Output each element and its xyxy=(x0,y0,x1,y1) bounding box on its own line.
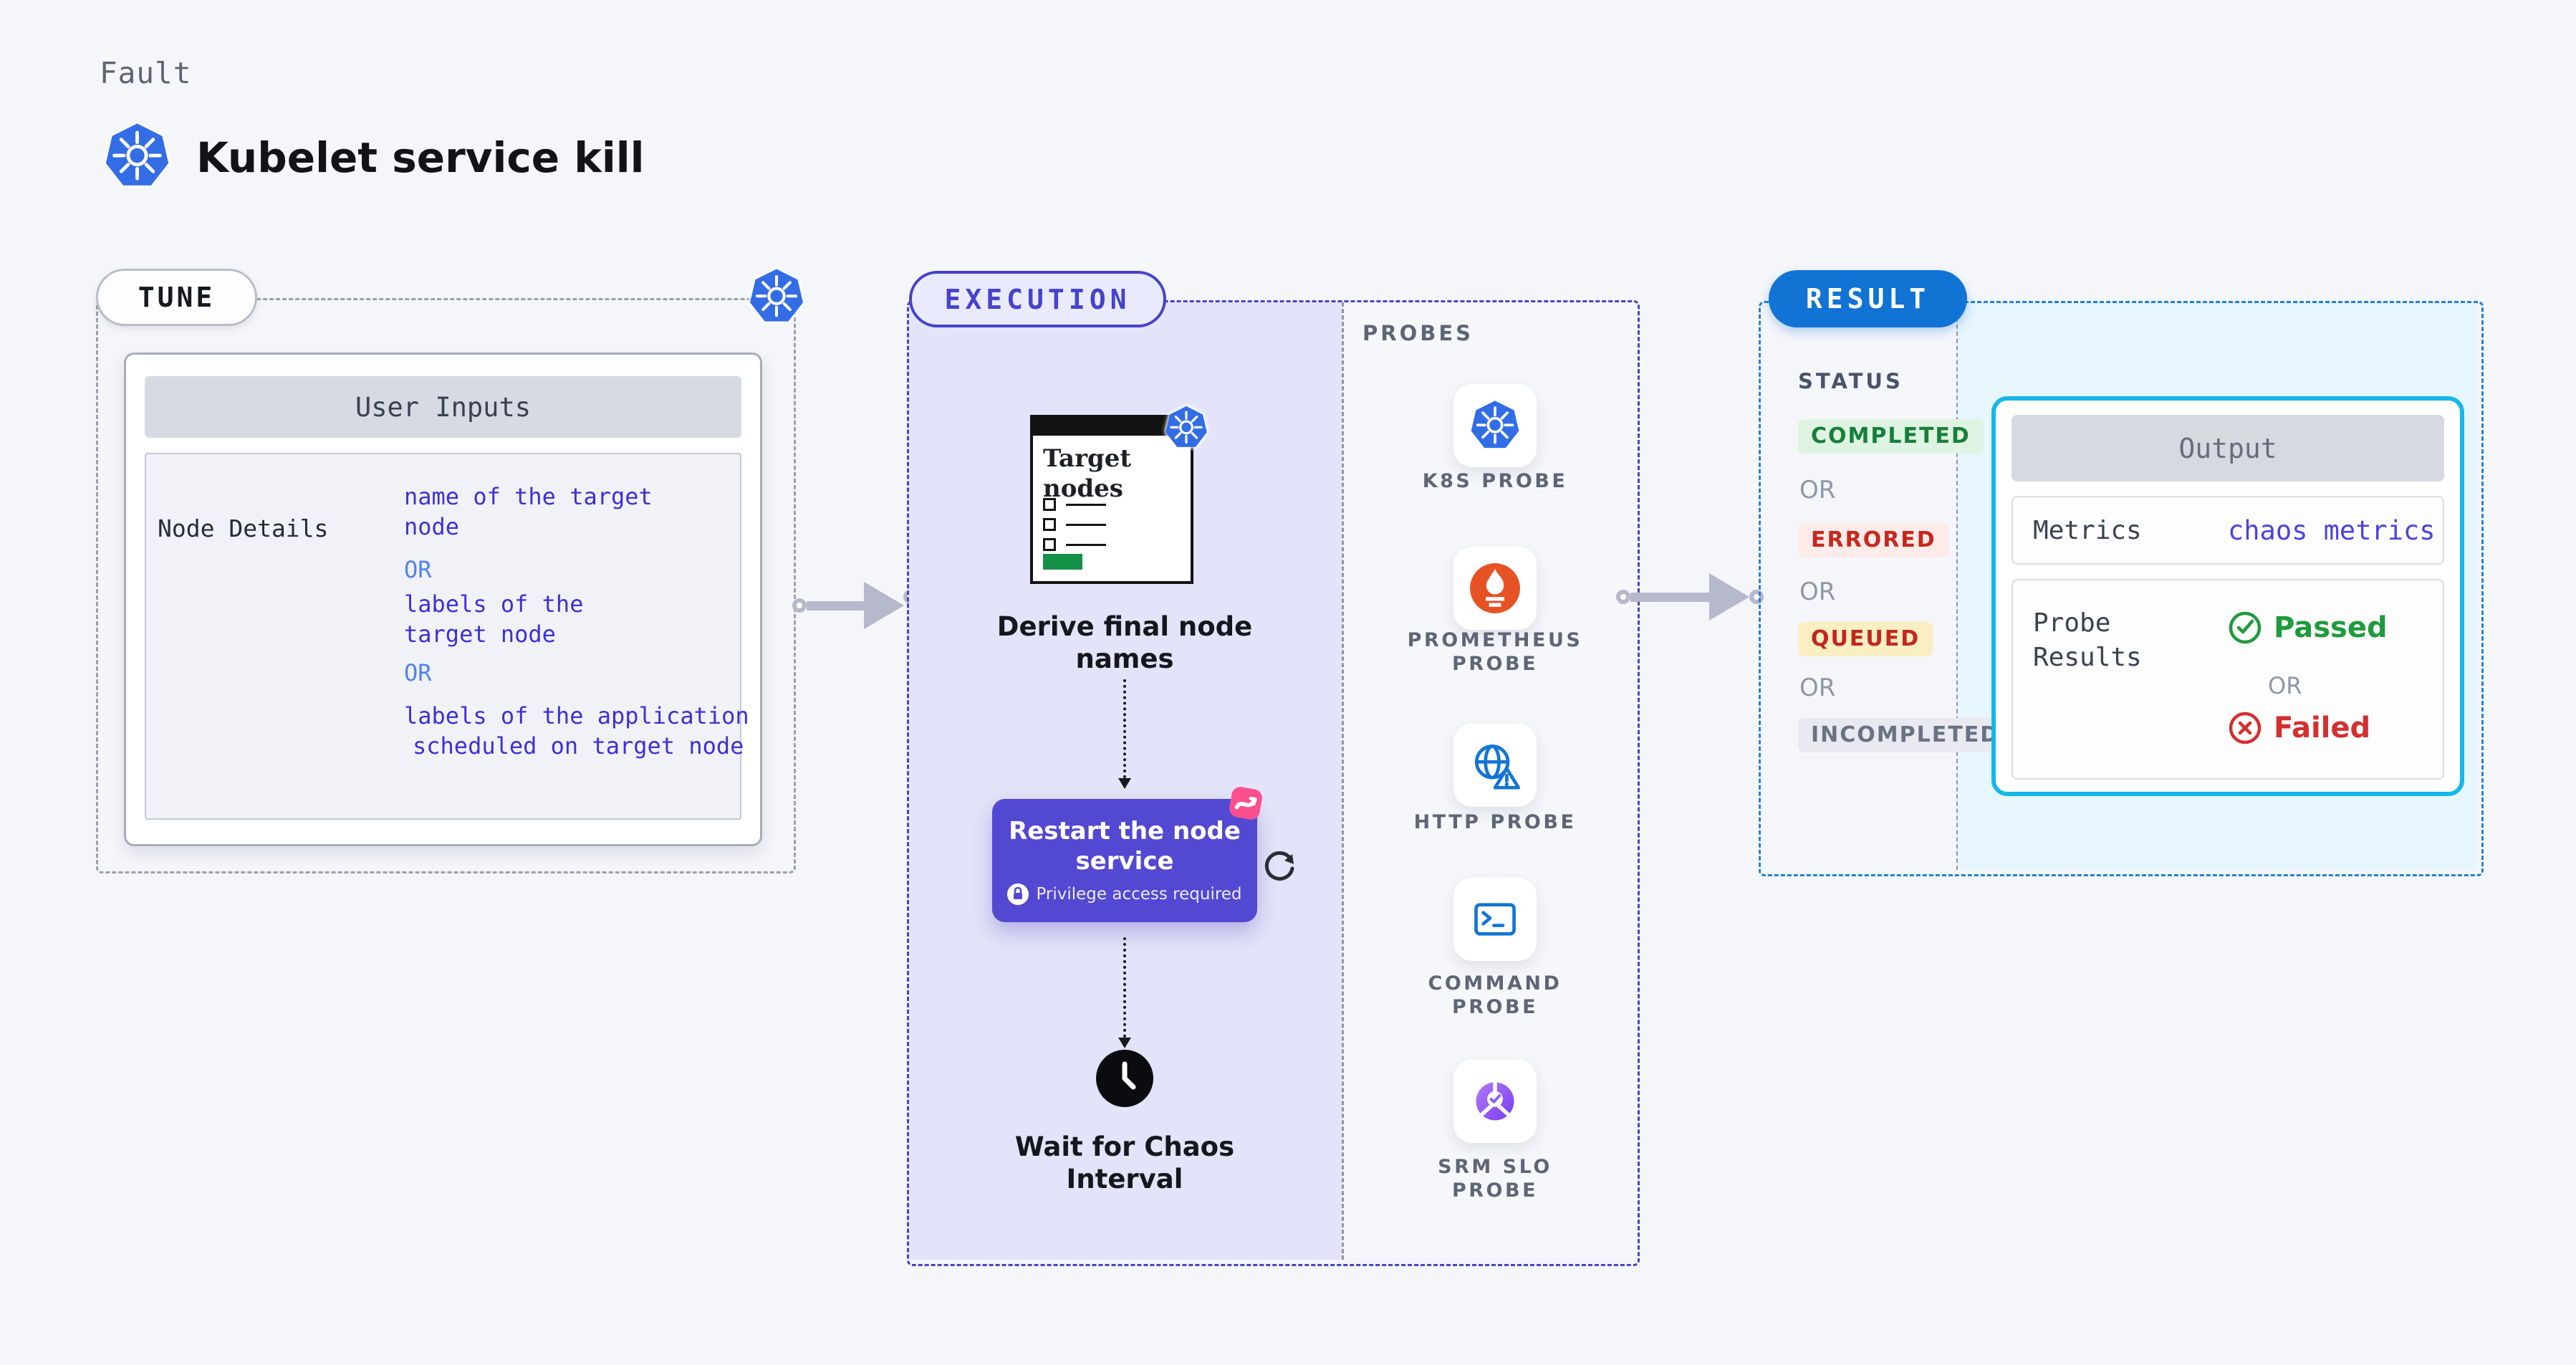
node-details-row-label: Node Details xyxy=(158,514,329,542)
fault-kicker: Fault xyxy=(100,56,192,90)
metrics-value-link: chaos metrics xyxy=(2228,515,2436,546)
tune-section-box xyxy=(96,298,796,873)
status-badge-incompleted: INCOMPLETED xyxy=(1798,718,2013,752)
value-line: labels of the application xyxy=(404,702,749,729)
k8s-icon xyxy=(1469,398,1522,453)
checkbox-row xyxy=(1043,518,1106,531)
arrow-down-icon xyxy=(1118,778,1131,789)
target-nodes-title: Target nodes xyxy=(1043,444,1132,503)
failed-label: Failed xyxy=(2274,712,2371,744)
status-badge-completed: COMPLETED xyxy=(1798,419,1984,454)
http-probe-label: HTTP PROBE xyxy=(1413,811,1577,833)
execution-section-box xyxy=(907,300,1640,1266)
value-line: scheduled on target node xyxy=(413,732,744,760)
prometheus-icon xyxy=(1470,563,1520,613)
or-separator: OR xyxy=(404,659,432,686)
tune-section-label: TUNE xyxy=(96,269,257,326)
slo-donut-check-icon xyxy=(1476,1081,1514,1121)
derive-node-names-label: Derive final node names xyxy=(996,611,1253,674)
status-badge-queued: QUEUED xyxy=(1798,622,1933,656)
user-inputs-card: User Inputs Node Details name of the tar… xyxy=(124,353,762,846)
k8s-probe-card xyxy=(1453,384,1537,467)
value-line: target node xyxy=(404,621,556,648)
status-column-title: STATUS xyxy=(1798,369,1903,393)
output-card: Output Metrics chaos metrics Probe Resul… xyxy=(1991,396,2464,796)
clock-icon xyxy=(1096,1050,1153,1107)
refresh-loop-icon xyxy=(1264,851,1294,881)
or-separator: OR xyxy=(1799,674,1836,702)
or-separator: OR xyxy=(1799,476,1836,504)
privilege-row: Privilege access required xyxy=(992,883,1257,905)
progress-bar xyxy=(1043,554,1082,570)
prometheus-probe-card xyxy=(1453,547,1537,630)
page-title: Kubelet service kill xyxy=(196,133,645,182)
card-title-bar xyxy=(1032,417,1191,436)
privilege-access-label: Privilege access required xyxy=(1036,885,1242,904)
or-separator: OR xyxy=(404,556,432,583)
kubernetes-icon xyxy=(102,120,172,192)
checkbox-icon xyxy=(1043,518,1056,531)
checkbox-row xyxy=(1043,498,1106,511)
result-section-label: RESULT xyxy=(1769,270,1967,327)
user-inputs-table: Node Details name of the target node OR … xyxy=(145,453,749,820)
passed-label: Passed xyxy=(2274,611,2388,644)
probes-column-title: PROBES xyxy=(1363,321,1474,345)
value-line: node xyxy=(404,513,460,540)
probe-results-row: Probe Results Passed OR Failed xyxy=(2012,579,2444,780)
execution-section-label: EXECUTION xyxy=(909,271,1166,327)
prometheus-probe-label: PROMETHEUS PROBE xyxy=(1407,629,1583,675)
metrics-label: Metrics xyxy=(2033,516,2142,545)
user-inputs-title: User Inputs xyxy=(145,376,741,438)
target-nodes-card: Target nodes xyxy=(1030,415,1193,584)
or-separator: OR xyxy=(1799,578,1836,606)
command-probe-card xyxy=(1453,878,1537,961)
arrow-down-icon xyxy=(1118,1038,1131,1048)
check-circle-icon xyxy=(2229,611,2262,644)
wait-for-chaos-label: Wait for Chaos Interval xyxy=(1014,1131,1235,1194)
metrics-row: Metrics chaos metrics xyxy=(2012,496,2444,565)
or-separator: OR xyxy=(2268,672,2302,699)
srm-slo-probe-label: SRM SLO PROBE xyxy=(1438,1156,1552,1202)
http-globe-warning-icon xyxy=(1474,744,1521,790)
checkbox-icon xyxy=(1043,538,1056,551)
http-probe-card xyxy=(1453,724,1537,807)
flow-connector xyxy=(1123,937,1126,1038)
k8s-probe-label: K8S PROBE xyxy=(1422,470,1568,492)
flow-connector xyxy=(1123,679,1126,778)
value-line: name of the target xyxy=(404,483,653,510)
failed-result: Failed xyxy=(2228,711,2370,745)
kubernetes-icon xyxy=(1163,404,1209,451)
srm-slo-probe-card xyxy=(1453,1060,1537,1143)
command-probe-label: COMMAND PROBE xyxy=(1428,972,1562,1018)
output-title: Output xyxy=(2012,415,2444,482)
value-line: labels of the xyxy=(404,590,584,618)
checkbox-icon xyxy=(1043,498,1056,511)
result-section-box xyxy=(1759,301,2484,876)
checkbox-row xyxy=(1043,538,1106,551)
chaos-litmus-icon xyxy=(1229,787,1262,820)
restart-node-service-card: Restart the node service Privilege acces… xyxy=(992,799,1257,922)
lock-icon xyxy=(1007,883,1029,905)
status-badge-errored: ERRORED xyxy=(1798,523,1949,557)
terminal-icon xyxy=(1474,903,1516,936)
kubernetes-icon xyxy=(747,267,806,327)
x-circle-icon xyxy=(2229,712,2262,744)
passed-result: Passed xyxy=(2228,610,2388,645)
restart-node-service-label: Restart the node service xyxy=(1009,817,1241,876)
probe-results-label: Probe Results xyxy=(2033,608,2142,672)
